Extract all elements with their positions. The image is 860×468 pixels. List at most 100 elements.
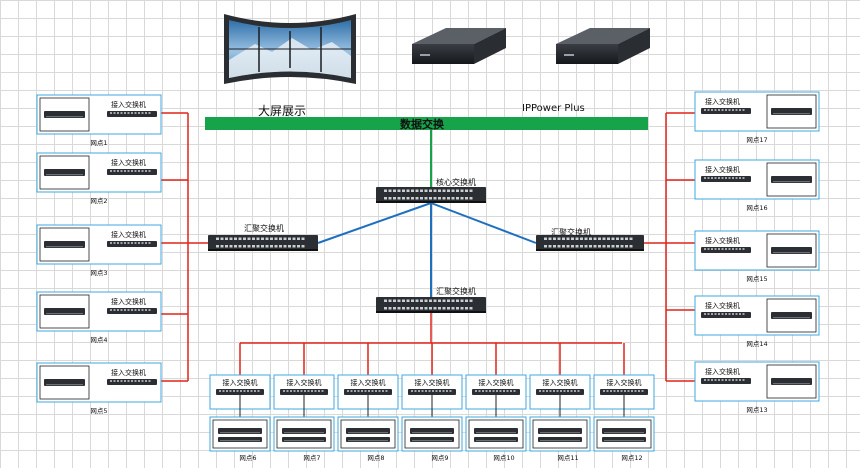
site-device-icon [218,437,262,442]
site-device-icon [771,378,812,385]
access-switch-icon [107,308,157,314]
site-name: 网点8 [367,454,384,462]
access-switch-label: 接入交换机 [705,367,740,376]
core-to-left-aggregation-link [317,202,432,244]
site-device-icon [44,111,85,118]
site-device-icon [474,437,518,442]
access-switch-label: 接入交换机 [607,378,642,387]
core-switch [376,187,486,203]
site-name: 网点14 [746,340,767,348]
access-switch-icon [107,111,157,117]
site-device-icon [771,247,812,254]
site-device-icon [282,437,326,442]
site-name: 网点6 [239,454,256,462]
site-device-icon [410,437,454,442]
access-switch-label: 接入交换机 [543,378,578,387]
site-name: 网点10 [493,454,514,462]
site-device-icon [346,428,390,434]
site-name: 网点15 [746,275,767,283]
ippower-label: IPPower Plus [522,103,585,114]
access-switch-icon [107,379,157,385]
site-device-icon [282,428,326,434]
site-name: 网点12 [621,454,642,462]
access-switch-label: 接入交换机 [111,100,146,109]
site-device-icon [44,308,85,315]
site-name: 网点17 [746,136,767,144]
site-device-icon [346,437,390,442]
site-name: 网点7 [303,454,320,462]
access-switch-label: 接入交换机 [479,378,514,387]
site-device-icon [410,428,454,434]
site-device-icon [218,428,262,434]
ippower-server-2 [556,28,650,64]
site-name: 网点1 [90,139,107,147]
access-switch-icon [701,176,751,182]
aggregation-switch-bottom [376,297,486,313]
site-device-icon [771,176,812,183]
site-name: 网点5 [90,407,107,415]
site-name: 网点4 [90,336,107,344]
access-switch-label: 接入交换机 [705,236,740,245]
site-name: 网点2 [90,197,107,205]
access-switch-icon [536,389,584,395]
access-switch-icon [107,169,157,175]
site-device-icon [474,428,518,434]
access-switch-icon [701,247,751,253]
data-exchange-bus [205,117,648,130]
site-device-icon [602,437,646,442]
site-device-icon [538,428,582,434]
access-switch-label: 接入交换机 [415,378,450,387]
access-switch-icon [216,389,264,395]
site-groups: 接入交换机网点1接入交换机网点2接入交换机网点3接入交换机网点4接入交换机网点5… [36,91,820,462]
left-access-links [160,112,208,382]
site-device-icon [771,312,812,319]
site-name: 网点9 [431,454,448,462]
aggregation-switch-left [208,235,318,251]
data-exchange-label: 数据交换 [400,117,445,131]
site-device-icon [771,108,812,115]
bottom-access-links [239,312,625,375]
site-device-icon [602,428,646,434]
site-name: 网点3 [90,269,107,277]
access-switch-icon [107,241,157,247]
aggregation-switch-right [536,235,644,251]
video-wall-label: 大屏展示 [258,104,306,118]
access-switch-label: 接入交换机 [111,368,146,377]
access-switch-icon [701,312,751,318]
access-switch-icon [472,389,520,395]
aggregation-right-label: 汇聚交换机 [551,227,591,237]
site-device-icon [44,241,85,248]
aggregation-bottom-label: 汇聚交换机 [436,286,476,296]
ippower-server-1 [412,28,506,64]
access-switch-label: 接入交换机 [705,97,740,106]
site-device-icon [538,437,582,442]
site-name: 网点11 [557,454,578,462]
core-to-right-aggregation-link [430,202,537,244]
site-name: 网点16 [746,204,767,212]
access-switch-label: 接入交换机 [705,301,740,310]
site-device-icon [44,169,85,176]
access-switch-label: 接入交换机 [705,165,740,174]
access-switch-icon [701,108,751,114]
site-name: 网点13 [746,406,767,414]
access-switch-label: 接入交换机 [111,158,146,167]
access-switch-icon [600,389,648,395]
access-switch-icon [701,378,751,384]
